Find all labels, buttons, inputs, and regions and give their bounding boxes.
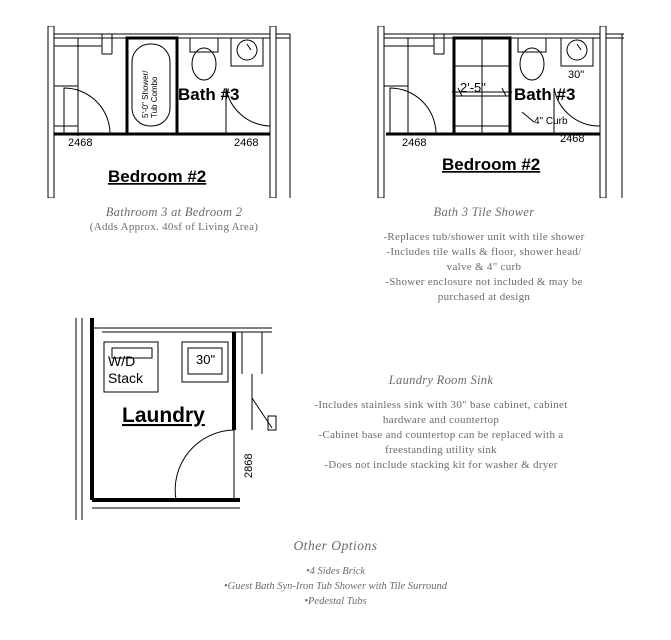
bedroom2-room-label: Bedroom #2 (108, 167, 206, 186)
other-option-item: •Pedestal Tubs (304, 596, 367, 607)
door-size-left: 2468 (402, 137, 426, 149)
caption-title: Bath 3 Tile Shower (433, 205, 535, 219)
tile-shower-plan-drawing: 2'-5" 30" Bath #3 4" Curb Bedroom #2 246… (377, 26, 624, 198)
bath3-room-label: Bath #3 (178, 85, 239, 104)
bath3-plan-drawing: Bath #3 Bedroom #2 5'-0" Shower/ Tub Com… (47, 26, 291, 198)
caption-line: freestanding utility sink (385, 444, 497, 456)
shower-width-dim: 2'-5" (460, 80, 486, 95)
caption-line: (Adds Approx. 40sf of Living Area) (89, 221, 259, 233)
caption-line: -Cabinet base and countertop can be repl… (318, 429, 564, 441)
laundry-floor-plan: W/D Stack 30" Laundry 2868 (72, 318, 282, 520)
tile-shower-floor-plan: 2'-5" 30" Bath #3 4" Curb Bedroom #2 246… (374, 26, 628, 198)
curb-label: 4" Curb (534, 116, 568, 127)
wd-label-line1: W/D (108, 353, 135, 369)
wd-label-line2: Stack (108, 370, 144, 386)
other-options-title: Other Options (293, 538, 378, 553)
caption-line: hardware and countertop (382, 414, 500, 426)
other-options-section: Other Options •4 Sides Brick •Guest Bath… (0, 538, 671, 609)
laundry-plan-drawing: W/D Stack 30" Laundry 2868 (75, 318, 277, 520)
bedroom2-room-label: Bedroom #2 (442, 155, 540, 174)
door-size-left: 2468 (68, 137, 92, 149)
door-size-right: 2468 (234, 137, 258, 149)
tub-label-line2: Tub Combo (150, 76, 159, 118)
caption-line: purchased at design (437, 291, 531, 303)
caption-line: -Replaces tub/shower unit with tile show… (383, 231, 585, 243)
bath3-caption: Bathroom 3 at Bedroom 2 (Adds Approx. 40… (54, 205, 294, 235)
laundry-caption: Laundry Room Sink -Includes stainless si… (286, 373, 596, 473)
sink-size-dim: 30" (568, 69, 584, 81)
other-option-item: •Guest Bath Syn-Iron Tub Shower with Til… (223, 581, 448, 592)
caption-line: -Does not include stacking kit for washe… (324, 459, 558, 471)
caption-line: valve & 4" curb (446, 261, 522, 273)
bath3-floor-plan: Bath #3 Bedroom #2 5'-0" Shower/ Tub Com… (42, 26, 296, 198)
laundry-room-label: Laundry (122, 404, 205, 427)
tub-label-line1: 5'-0" Shower/ (141, 70, 150, 118)
other-option-item: •4 Sides Brick (305, 566, 366, 577)
caption-line: -Includes stainless sink with 30" base c… (314, 399, 568, 411)
caption-line: -Includes tile walls & floor, shower hea… (386, 246, 582, 258)
door-size: 2868 (243, 454, 255, 478)
caption-title: Laundry Room Sink (388, 373, 494, 387)
bath3-room-label: Bath #3 (514, 85, 575, 104)
tile-shower-caption: Bath 3 Tile Shower -Replaces tub/shower … (362, 205, 606, 305)
caption-title: Bathroom 3 at Bedroom 2 (105, 205, 243, 219)
sink-size-dim: 30" (196, 352, 215, 367)
door-size-right: 2468 (560, 133, 584, 145)
caption-line: -Shower enclosure not included & may be (385, 276, 583, 288)
